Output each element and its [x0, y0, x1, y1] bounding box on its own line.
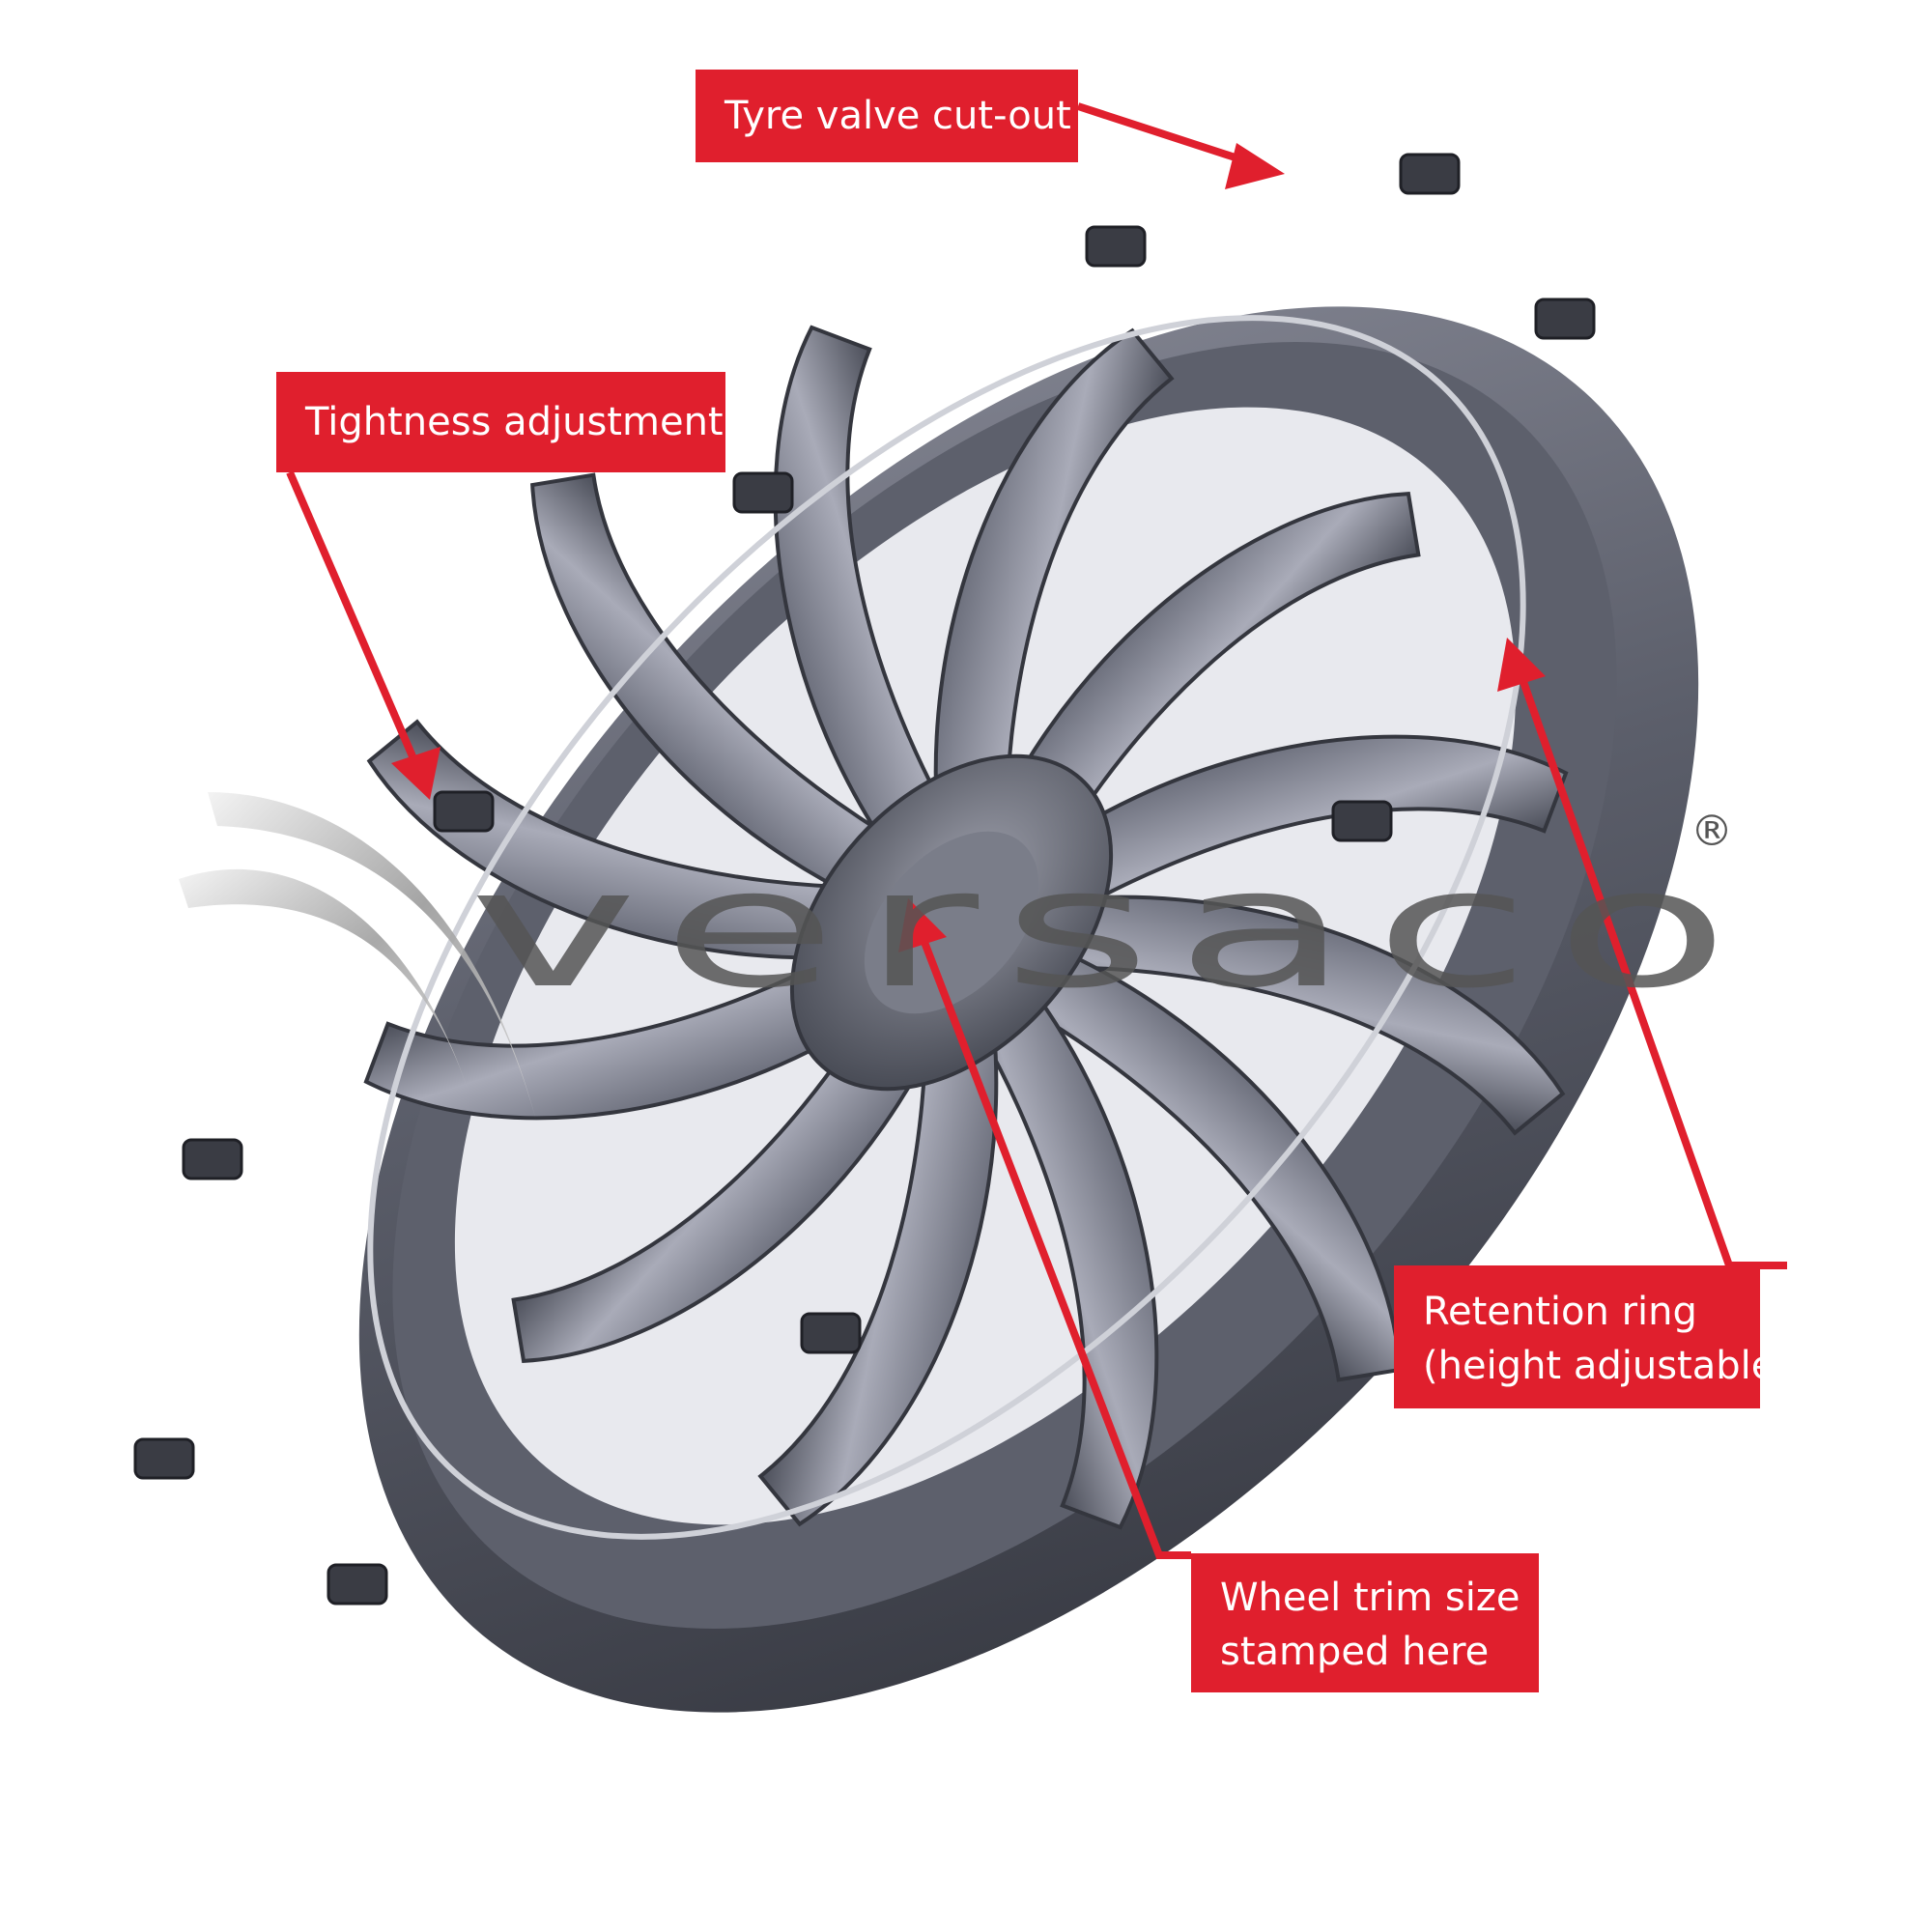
callout-label-line2: (height adjustable)	[1423, 1344, 1790, 1388]
callout-label-line1: Retention ring	[1423, 1290, 1697, 1334]
brand-swoosh-logo: versaco ®	[179, 792, 1753, 1121]
callout-tightness-adjustment: Tightness adjustment	[276, 372, 725, 472]
callout-wheel-trim-size: Wheel trim size stamped here	[1191, 1553, 1539, 1692]
retention-ring-wire	[133, 153, 1596, 1605]
registered-mark: ®	[1690, 807, 1733, 856]
wheel-trim-image	[358, 306, 1699, 1713]
callout-label: Tightness adjustment	[305, 400, 724, 444]
brand-wordmark: versaco	[469, 834, 1753, 1025]
callout-label-line1: Wheel trim size	[1220, 1576, 1520, 1620]
callout-label: Tyre valve cut-out	[724, 94, 1071, 138]
callout-arrows	[286, 102, 1787, 1559]
callout-label-line2: stamped here	[1220, 1630, 1490, 1674]
callout-tyre-valve-cutout: Tyre valve cut-out	[696, 70, 1078, 162]
callout-retention-ring: Retention ring (height adjustable)	[1394, 1265, 1790, 1408]
